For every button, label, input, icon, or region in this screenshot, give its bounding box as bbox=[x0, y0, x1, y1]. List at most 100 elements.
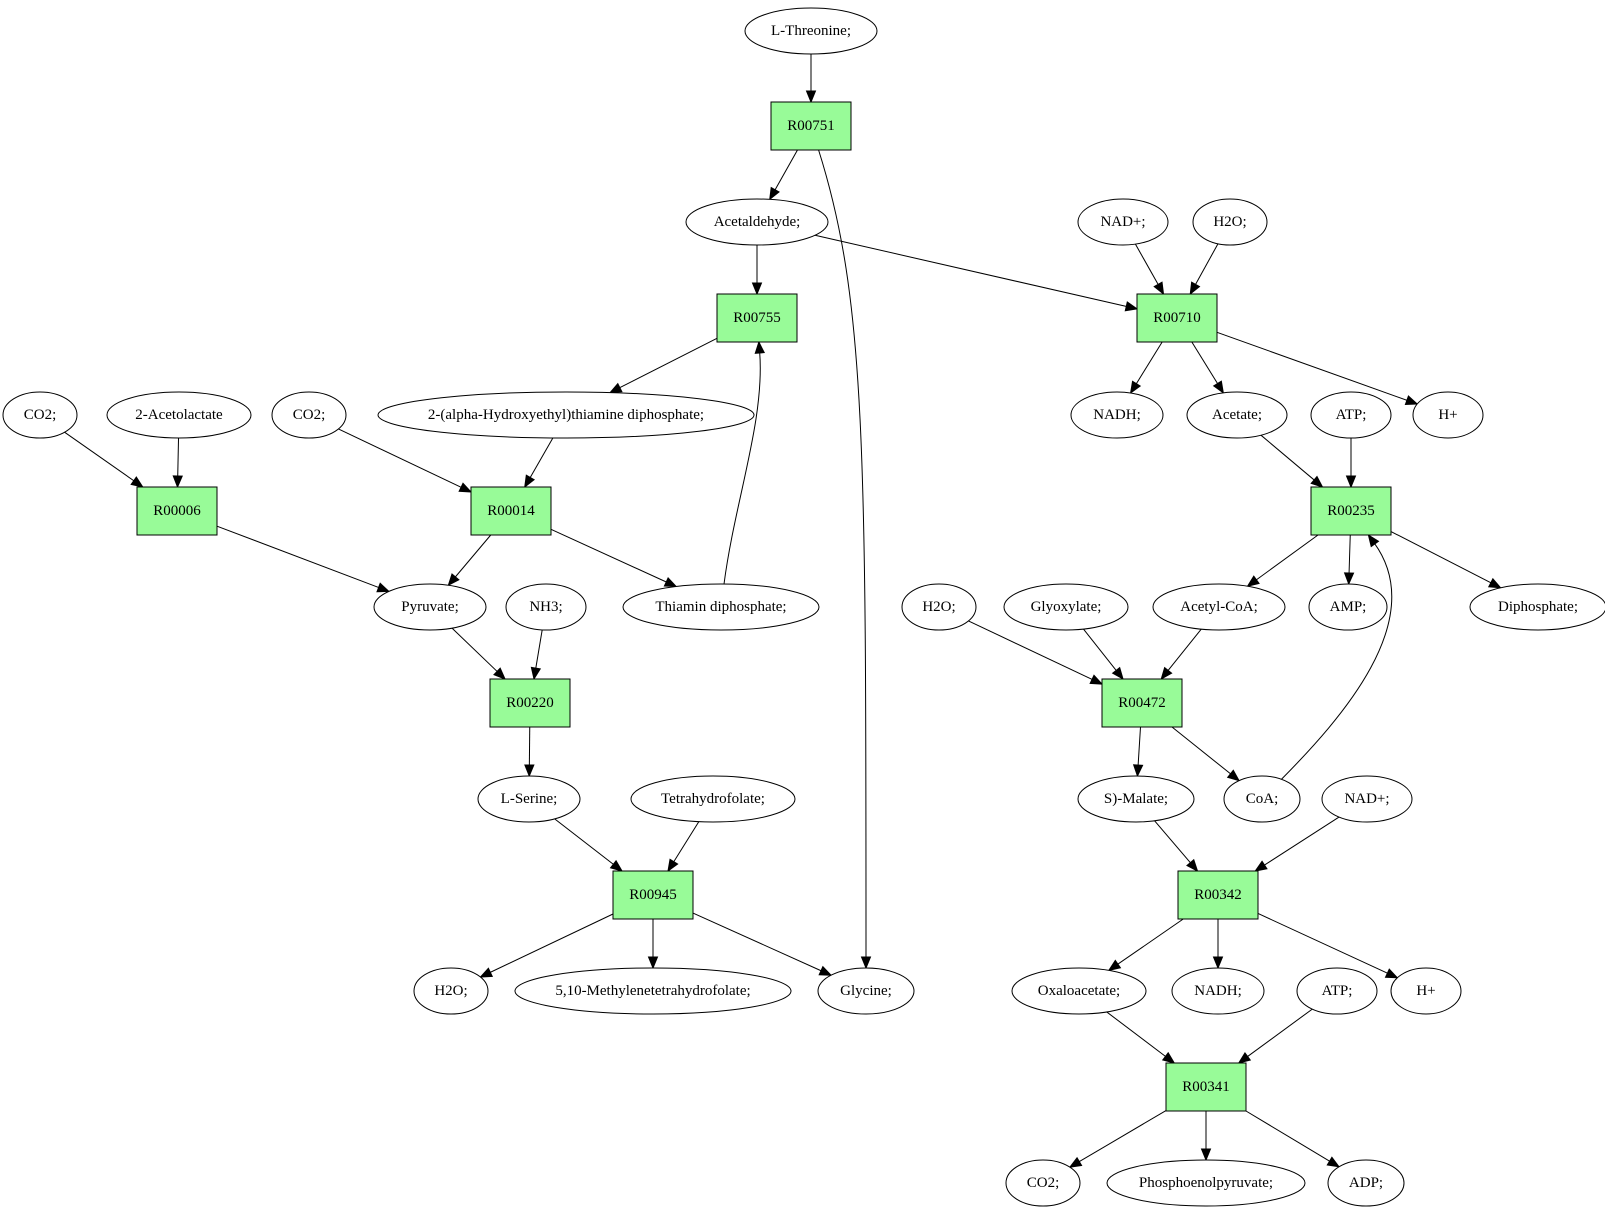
node-label: ATP; bbox=[1322, 983, 1353, 999]
node-label: R00235 bbox=[1327, 503, 1375, 519]
edge-r00710-to-hplus1 bbox=[1216, 331, 1419, 406]
edge-oxaloacetate-to-r00341 bbox=[1106, 1011, 1176, 1064]
compound-ellipse bbox=[744, 7, 878, 55]
reaction-box bbox=[1136, 293, 1218, 343]
edge-line bbox=[451, 627, 499, 673]
edge-line bbox=[968, 620, 1094, 681]
edge-layer bbox=[64, 54, 1502, 1168]
reaction-node-r00472: R00472 bbox=[1101, 678, 1183, 728]
reaction-node-r00341: R00341 bbox=[1165, 1062, 1247, 1112]
reaction-box bbox=[489, 678, 571, 728]
node-label: H2O; bbox=[922, 599, 955, 615]
edge-r00220-to-l_serine bbox=[524, 726, 535, 778]
compound-ellipse bbox=[817, 967, 915, 1015]
edge-thiamin_dp-to-r00755 bbox=[723, 340, 766, 585]
edge-r00945-to-glycine bbox=[692, 912, 833, 976]
arrowhead bbox=[1068, 1156, 1083, 1168]
edge-atp2-to-r00341 bbox=[1237, 1008, 1313, 1064]
edge-line bbox=[1257, 913, 1389, 975]
arrowhead bbox=[1367, 533, 1380, 548]
node-label: R00710 bbox=[1153, 310, 1201, 326]
node-label: Tetrahydrofolate; bbox=[661, 791, 765, 807]
node-label: R00341 bbox=[1182, 1079, 1230, 1095]
compound-ellipse bbox=[1327, 1159, 1405, 1207]
edge-r00710-to-nadh1 bbox=[1129, 341, 1163, 395]
node-label: Acetaldehyde; bbox=[714, 214, 801, 230]
edge-line bbox=[550, 528, 668, 583]
edge-l_serine-to-r00945 bbox=[554, 818, 624, 872]
compound-node-co2_3: CO2; bbox=[1005, 1159, 1081, 1207]
node-label: R00945 bbox=[629, 887, 677, 903]
edge-r00945-to-h2o_3 bbox=[479, 913, 614, 978]
compound-ellipse bbox=[1171, 967, 1265, 1015]
edge-r00710-to-acetate bbox=[1191, 341, 1225, 395]
compound-node-s_malate: S)-Malate; bbox=[1077, 775, 1195, 823]
edge-line bbox=[672, 821, 700, 863]
edge-r00472-to-s_malate bbox=[1132, 726, 1144, 778]
node-label: Thiamin diphosphate; bbox=[655, 599, 786, 615]
edge-r00014-to-thiamin_dp bbox=[550, 528, 678, 588]
compound-ellipse bbox=[901, 583, 977, 631]
arrowhead bbox=[172, 475, 183, 489]
edge-r00945-to-methylene_thf bbox=[647, 919, 659, 970]
compound-node-nadh2: NADH; bbox=[1171, 967, 1265, 1015]
edge-co2_1-to-r00006 bbox=[64, 431, 144, 488]
edge-line bbox=[1191, 341, 1219, 385]
compound-node-l_threonine: L-Threonine; bbox=[744, 7, 878, 55]
compound-ellipse bbox=[505, 583, 587, 631]
compound-node-thf: Tetrahydrofolate; bbox=[630, 775, 796, 823]
edge-acetaldehyde-to-r00755 bbox=[751, 245, 763, 296]
compound-ellipse bbox=[106, 391, 252, 439]
compound-ellipse bbox=[1186, 391, 1288, 439]
compound-ellipse bbox=[622, 583, 820, 631]
compound-node-hetpp: 2-(alpha-Hydroxyethyl)thiamine diphospha… bbox=[377, 391, 755, 439]
node-label: R00751 bbox=[787, 118, 835, 134]
edge-r00755-to-hetpp bbox=[608, 337, 718, 394]
node-label: H2O; bbox=[1213, 214, 1246, 230]
arrowhead bbox=[1160, 666, 1173, 681]
compound-ellipse bbox=[1070, 391, 1164, 439]
node-label: Oxaloacetate; bbox=[1038, 983, 1120, 999]
arrowhead bbox=[479, 967, 494, 978]
reaction-node-r00235: R00235 bbox=[1310, 486, 1392, 536]
edge-line bbox=[529, 437, 554, 479]
edge-l_threonine-to-r00751 bbox=[805, 54, 817, 104]
node-label: CoA; bbox=[1246, 791, 1279, 807]
arrowhead bbox=[1310, 475, 1324, 488]
edge-line bbox=[1263, 816, 1340, 867]
compound-ellipse bbox=[1310, 391, 1392, 439]
arrowhead bbox=[1200, 1148, 1212, 1162]
edge-coa-to-r00235 bbox=[1281, 533, 1393, 780]
compound-ellipse bbox=[1321, 775, 1413, 823]
edge-line bbox=[1216, 331, 1409, 402]
edge-line bbox=[1245, 1110, 1331, 1163]
arrowhead bbox=[524, 474, 536, 489]
node-label: S)-Malate; bbox=[1104, 791, 1168, 807]
arrowhead bbox=[1237, 1051, 1252, 1064]
node-label: CO2; bbox=[24, 407, 57, 423]
reaction-box bbox=[136, 486, 218, 536]
reaction-node-r00342: R00342 bbox=[1177, 870, 1259, 920]
edge-line bbox=[1194, 243, 1219, 286]
node-label: ATP; bbox=[1336, 407, 1367, 423]
arrowhead bbox=[608, 382, 623, 394]
node-label: Acetyl-CoA; bbox=[1180, 599, 1257, 615]
edge-line bbox=[454, 534, 492, 578]
arrowhead bbox=[1132, 764, 1144, 778]
arrowhead bbox=[1226, 769, 1241, 782]
reaction-box bbox=[1177, 870, 1259, 920]
edge-acetolactate-to-r00006 bbox=[172, 437, 183, 489]
arrowhead bbox=[667, 858, 679, 873]
compound-node-diphosphate: Diphosphate; bbox=[1469, 583, 1605, 631]
compound-ellipse bbox=[1077, 775, 1195, 823]
compound-node-pep: Phosphoenolpyruvate; bbox=[1106, 1159, 1306, 1207]
node-label: L-Threonine; bbox=[771, 23, 851, 39]
node-label: Diphosphate; bbox=[1498, 599, 1578, 615]
compound-ellipse bbox=[1412, 391, 1484, 439]
node-label: H+ bbox=[1416, 983, 1435, 999]
node-label: R00006 bbox=[153, 503, 201, 519]
edge-acetyl_coa-to-r00472 bbox=[1160, 628, 1202, 681]
arrowhead bbox=[1246, 575, 1260, 588]
compound-node-atp1: ATP; bbox=[1310, 391, 1392, 439]
reaction-node-r00755: R00755 bbox=[716, 293, 798, 343]
